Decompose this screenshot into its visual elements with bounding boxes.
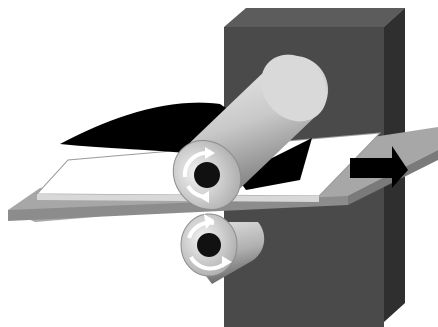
upper-roller-hub (194, 162, 220, 188)
lower-roller-hub (197, 233, 221, 257)
housing-top-face (224, 8, 405, 27)
